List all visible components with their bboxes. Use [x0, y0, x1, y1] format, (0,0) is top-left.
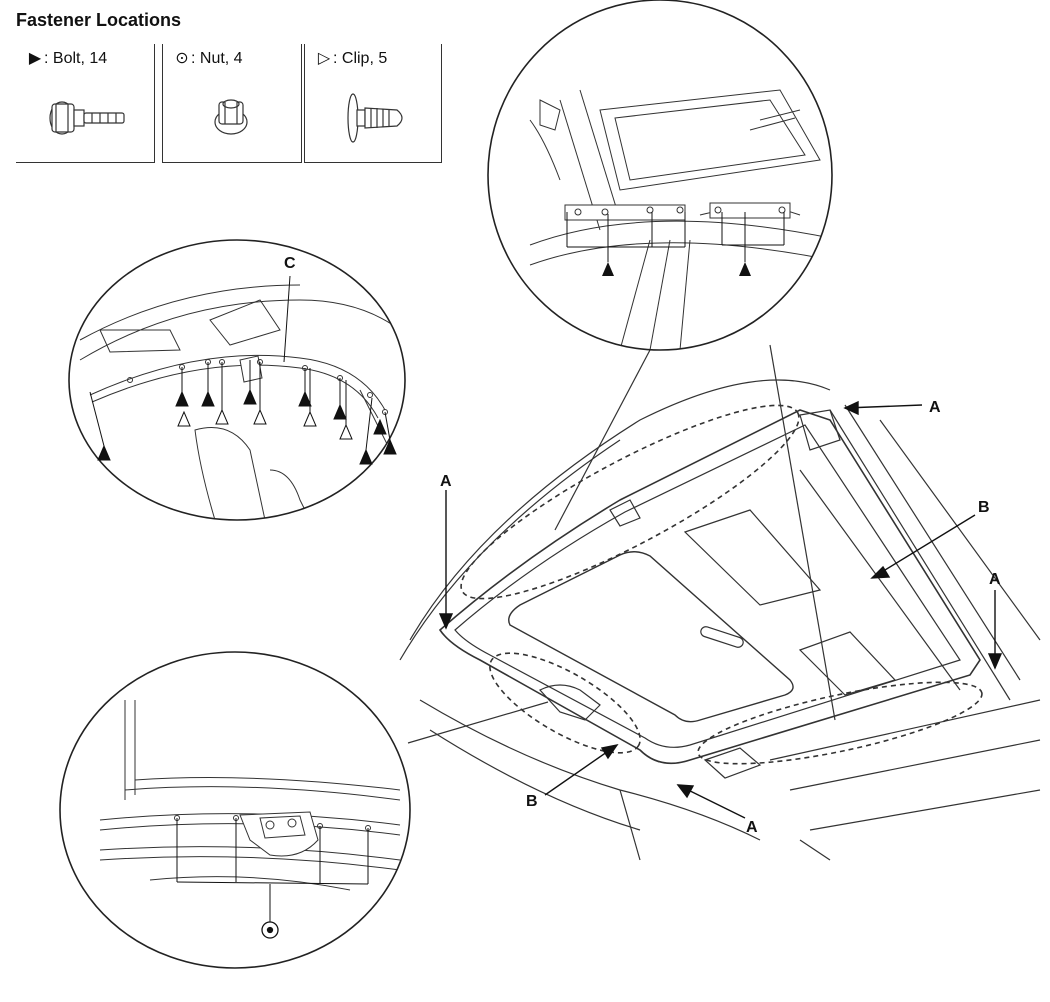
legend-bolt-cell: ▶: Bolt, 14	[16, 44, 155, 163]
label-a-3: A	[989, 571, 1001, 588]
clip-marker-icon	[303, 410, 317, 427]
bolt-marker-icon	[359, 448, 373, 465]
nut-marker-icon	[261, 921, 279, 939]
legend-clip-cell: ▷: Clip, 5	[304, 44, 442, 163]
bolt-marker-icon	[243, 388, 257, 405]
clip-marker-icon	[177, 410, 191, 427]
clip-marker-icon	[215, 408, 229, 425]
nut-illustration-icon	[214, 99, 248, 135]
label-a-2: A	[440, 473, 452, 490]
label-b-2: B	[526, 793, 538, 810]
roof-assembly-drawing	[399, 379, 1041, 861]
legend-bolt-label: ▶: Bolt, 14	[26, 48, 107, 68]
bolt-marker-icon	[739, 262, 751, 276]
detail-view-rear	[59, 651, 411, 969]
bolt-marker-icon	[602, 262, 614, 276]
legend-clip-label: ▷: Clip, 5	[315, 48, 387, 68]
label-a-4: A	[746, 819, 758, 836]
clip-illustration-icon	[347, 93, 403, 143]
detail-view-side	[68, 239, 406, 521]
legend-clip-text: : Clip, 5	[333, 50, 388, 67]
bolt-symbol-icon: ▶	[28, 50, 42, 67]
legend-nut-cell: ⊙: Nut, 4	[162, 44, 302, 163]
detail-leader-lines	[407, 344, 836, 744]
legend-nut-text: : Nut, 4	[191, 50, 243, 67]
bolt-marker-icon	[175, 390, 189, 407]
bolt-marker-icon	[373, 418, 387, 435]
label-c: C	[284, 255, 296, 272]
fastener-legend: ▶: Bolt, 14 ⊙: Nut, 4	[16, 44, 442, 163]
bolt-marker-icon	[201, 390, 215, 407]
bolt-marker-icon	[97, 444, 111, 461]
label-a-1: A	[929, 399, 941, 416]
label-b-1: B	[978, 499, 990, 516]
bolt-marker-icon	[383, 438, 397, 455]
clip-marker-icon	[339, 423, 353, 440]
legend-bolt-text: : Bolt, 14	[44, 50, 108, 67]
clip-symbol-icon: ▷	[317, 50, 331, 67]
detail-view-front	[487, 0, 833, 351]
clip-marker-icon	[253, 408, 267, 425]
legend-nut-label: ⊙: Nut, 4	[173, 48, 243, 68]
callout-arrows	[438, 400, 1003, 819]
nut-symbol-icon: ⊙	[175, 50, 189, 67]
page-title: Fastener Locations	[16, 10, 182, 30]
bolt-marker-icon	[298, 390, 312, 407]
bolt-illustration-icon	[49, 101, 125, 135]
bolt-marker-icon	[333, 403, 347, 420]
